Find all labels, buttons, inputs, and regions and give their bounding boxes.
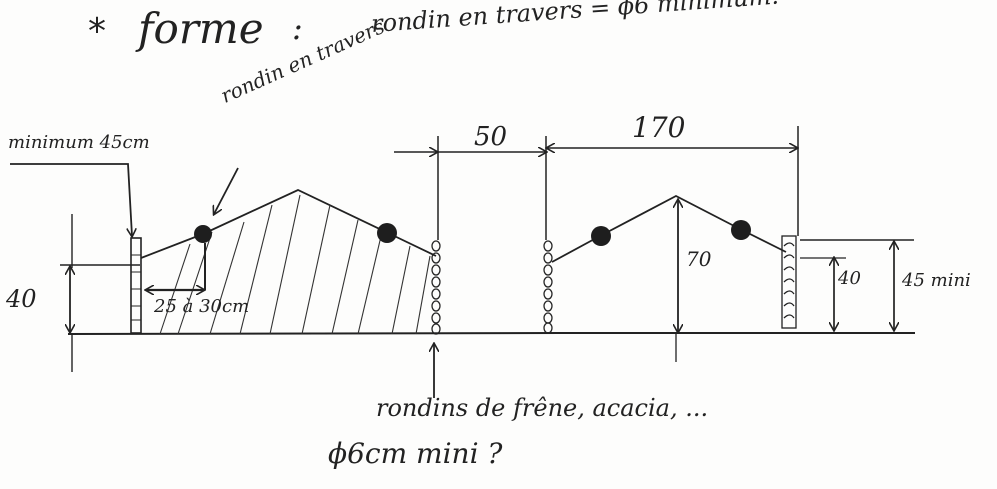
wood-species-note: rondins de frêne, acacia, ...	[376, 394, 709, 422]
log-stack-center-right	[543, 240, 553, 334]
left-edge-post	[130, 237, 142, 334]
title-colon: :	[292, 9, 303, 47]
log-right-2	[731, 220, 751, 240]
dim-170-label: 170	[632, 111, 686, 144]
dim-40-left-label: 40	[6, 285, 37, 313]
log-left-2	[377, 223, 397, 243]
log-stack-center-left	[431, 240, 441, 335]
page-title: forme	[138, 4, 264, 53]
left-hatched-mound	[140, 189, 437, 335]
right-mound-outline	[551, 194, 787, 263]
right-edge-post	[781, 235, 797, 329]
dim-70-label: 70	[686, 247, 712, 271]
dim-40-right-label: 40	[838, 268, 861, 289]
dim-25-30-label: 25 à 30cm	[154, 296, 250, 317]
log-left-1	[194, 225, 212, 243]
ground-line	[67, 332, 915, 335]
log-right-1	[591, 226, 611, 246]
diameter-note: ϕ6cm mini ?	[328, 437, 503, 470]
dim-45-mini-label: 45 mini	[902, 270, 971, 291]
dim-50-label: 50	[474, 122, 508, 152]
rondin-pointer-line	[214, 167, 239, 214]
title-star: *	[88, 11, 106, 52]
minimum-45cm-label: minimum 45cm	[8, 132, 150, 153]
min45-leader	[10, 163, 132, 236]
